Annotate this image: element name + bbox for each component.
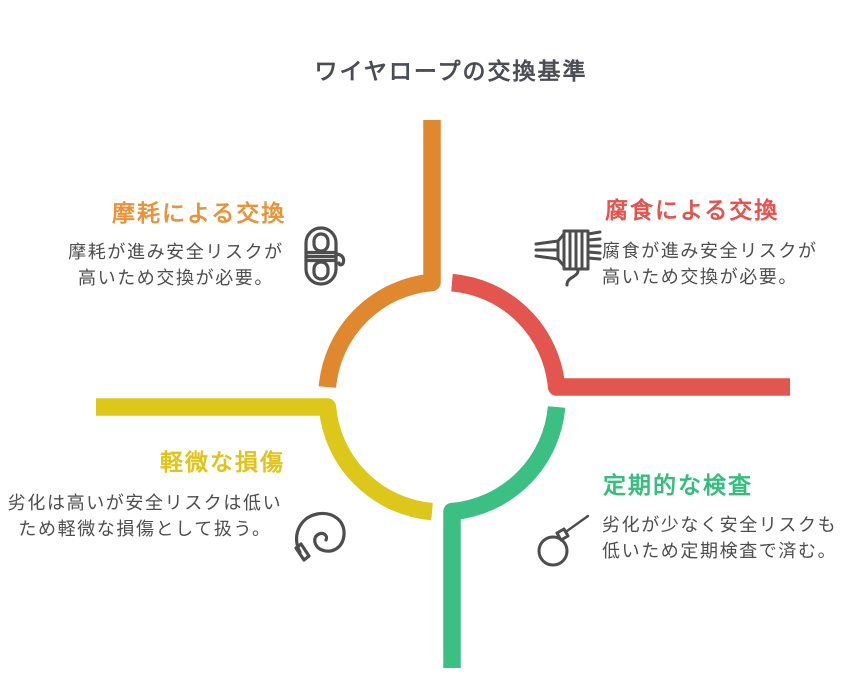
corrosion-segment-red: [451, 273, 790, 396]
inspection-heading: 定期的な検査: [603, 472, 753, 498]
corrosion-heading: 腐食による交換: [605, 197, 780, 223]
inspection-body-line2: 低いため定期検査で済む。: [602, 541, 838, 561]
page-title: ワイヤロープの交換基準: [314, 58, 588, 84]
wear-body-line2: 高いため交換が必要。: [78, 268, 274, 288]
minor-damage-body-line1: 劣化は高いが安全リスクは低い: [7, 493, 283, 513]
wear-heading: 摩耗による交換: [112, 200, 287, 226]
spiral-rope-icon: [294, 511, 346, 562]
minor-damage-body-line2: ため軽微な損傷として扱う。: [18, 519, 272, 539]
minor-damage-segment-yellow: [96, 398, 433, 521]
inspection-segment-green: [443, 406, 566, 668]
frayed-cable-icon: [534, 229, 602, 287]
minor-damage-heading: 軽微な損傷: [160, 449, 285, 475]
rope-loop-icon: [537, 514, 590, 567]
inspection-body-line1: 劣化が少なく安全リスクも: [602, 515, 838, 535]
rope-coil-icon: [304, 226, 346, 286]
wear-segment-orange: [318, 120, 441, 388]
corrosion-body-line1: 腐食が進み安全リスクが: [602, 241, 818, 261]
corrosion-body-line2: 高いため交換が必要。: [602, 267, 798, 287]
wear-body-line1: 摩耗が進み安全リスクが: [68, 242, 284, 262]
